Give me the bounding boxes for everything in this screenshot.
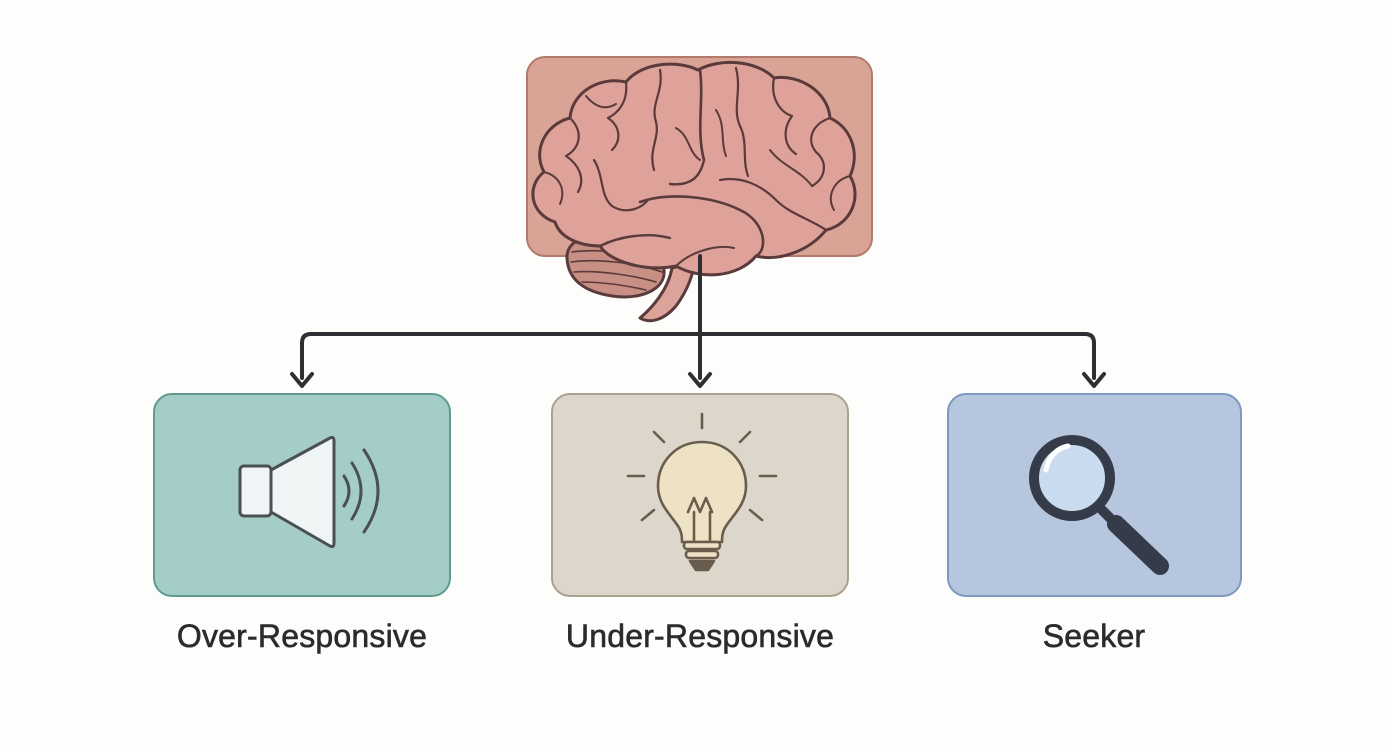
magnifying-glass-icon [1029, 435, 1169, 575]
lightbulb-icon [626, 412, 778, 572]
connector-lines [300, 254, 1096, 380]
category-label-over-responsive: Over-Responsive [176, 618, 428, 655]
connector-arrowheads [290, 372, 1106, 388]
category-label-seeker: Seeker [1042, 618, 1146, 655]
category-label-under-responsive: Under-Responsive [565, 618, 835, 655]
brain-icon [531, 60, 857, 323]
speaker-icon [238, 435, 380, 549]
